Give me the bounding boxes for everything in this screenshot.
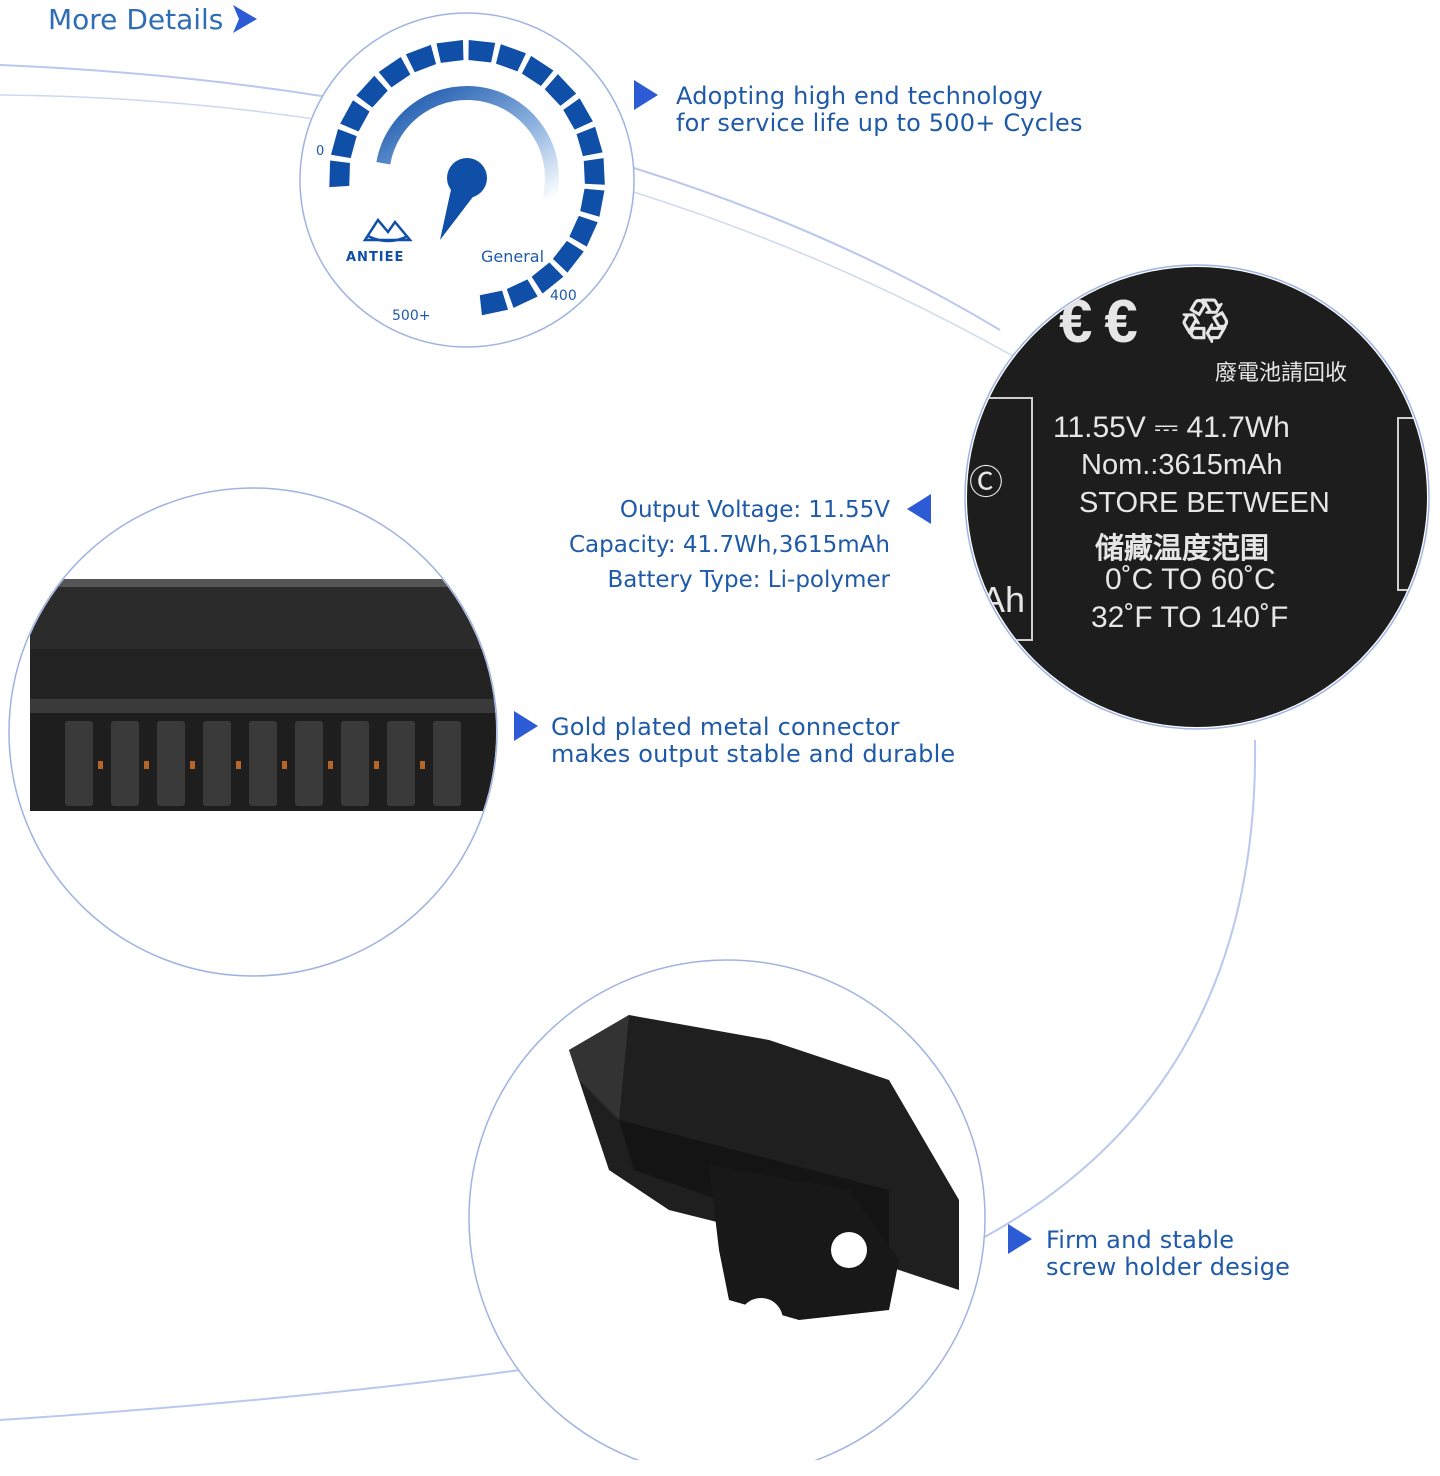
recycle-text: 廢電池請回收 xyxy=(1215,360,1348,385)
gold-contact xyxy=(374,761,379,769)
specs-arrow-icon xyxy=(907,494,931,524)
spec-capacity: Capacity: 41.7Wh,3615mAh xyxy=(569,532,890,558)
feature-screw: Firm and stable screw holder desige xyxy=(1046,1227,1290,1281)
feature-cycles: Adopting high end technology for service… xyxy=(676,83,1083,137)
connector-arrow-icon xyxy=(514,711,538,741)
connector-pin xyxy=(157,721,185,806)
screw-holder-photo xyxy=(469,960,985,1476)
chevron-right-icon xyxy=(233,5,258,33)
feature-connector-line2: makes output stable and durable xyxy=(551,740,956,768)
connector-pin xyxy=(387,721,415,806)
feature-screw-line1: Firm and stable xyxy=(1046,1226,1235,1254)
screw-arrow-icon xyxy=(1008,1224,1032,1254)
feature-cycles-line2: for service life up to 500+ Cycles xyxy=(676,109,1083,137)
gold-contact xyxy=(420,761,425,769)
ce-mark-icon: €€ ♲ xyxy=(1059,288,1245,355)
feature-connector: Gold plated metal connector makes output… xyxy=(551,714,955,768)
spec-type: Battery Type: Li-polymer xyxy=(607,567,890,593)
specs-block: Output Voltage: 11.55V Capacity: 41.7Wh,… xyxy=(569,493,890,598)
connector-pin xyxy=(433,721,461,806)
gold-contact xyxy=(98,761,103,769)
gauge-label-400: 400 xyxy=(550,288,577,304)
gold-contact xyxy=(328,761,333,769)
label-right-box xyxy=(1397,417,1427,591)
side-mah-text: Ah xyxy=(981,579,1026,620)
battery-label-photo: €€ ♲ 廢電池請回收 11.55V ⎓ 41.7Wh Nom.:3615mAh… xyxy=(967,267,1427,727)
connector-pin xyxy=(65,721,93,806)
connector-pin xyxy=(295,721,323,806)
gold-contact xyxy=(282,761,287,769)
feature-cycles-line1: Adopting high end technology xyxy=(676,82,1043,110)
connector-photo xyxy=(10,489,496,975)
feature-arrow-icon xyxy=(634,80,658,110)
label-left-box xyxy=(967,397,1033,641)
store-text: STORE BETWEEN xyxy=(1079,487,1330,519)
celsius-text: 0˚C TO 60˚C xyxy=(1105,563,1276,596)
gold-contact xyxy=(144,761,149,769)
connector-pin xyxy=(203,721,231,806)
nominal-text: Nom.:3615mAh xyxy=(1081,449,1283,481)
gauge-label-min: 0 xyxy=(316,144,325,159)
connector-pin xyxy=(341,721,369,806)
connector-pins xyxy=(65,721,461,806)
gauge-label-general: General xyxy=(481,247,545,266)
feature-screw-line2: screw holder desige xyxy=(1046,1253,1291,1281)
brand-logo-text: ANTIEE xyxy=(346,250,405,265)
store-cn-text: 储藏温度范围 xyxy=(1095,533,1270,565)
gauge-label-max: 500+ xyxy=(392,308,431,324)
circle-c-icon: Ⓒ xyxy=(969,464,1003,502)
more-details-header[interactable]: More Details xyxy=(48,2,259,36)
feature-connector-line1: Gold plated metal connector xyxy=(551,713,900,741)
rating-text: 11.55V ⎓ 41.7Wh xyxy=(1053,411,1290,444)
gold-contact xyxy=(190,761,195,769)
connector-pin xyxy=(249,721,277,806)
more-details-title: More Details xyxy=(48,2,224,36)
connector-pin xyxy=(111,721,139,806)
fahrenheit-text: 32˚F TO 140˚F xyxy=(1091,601,1289,634)
gold-contact xyxy=(236,761,241,769)
spec-voltage: Output Voltage: 11.55V xyxy=(619,497,890,523)
